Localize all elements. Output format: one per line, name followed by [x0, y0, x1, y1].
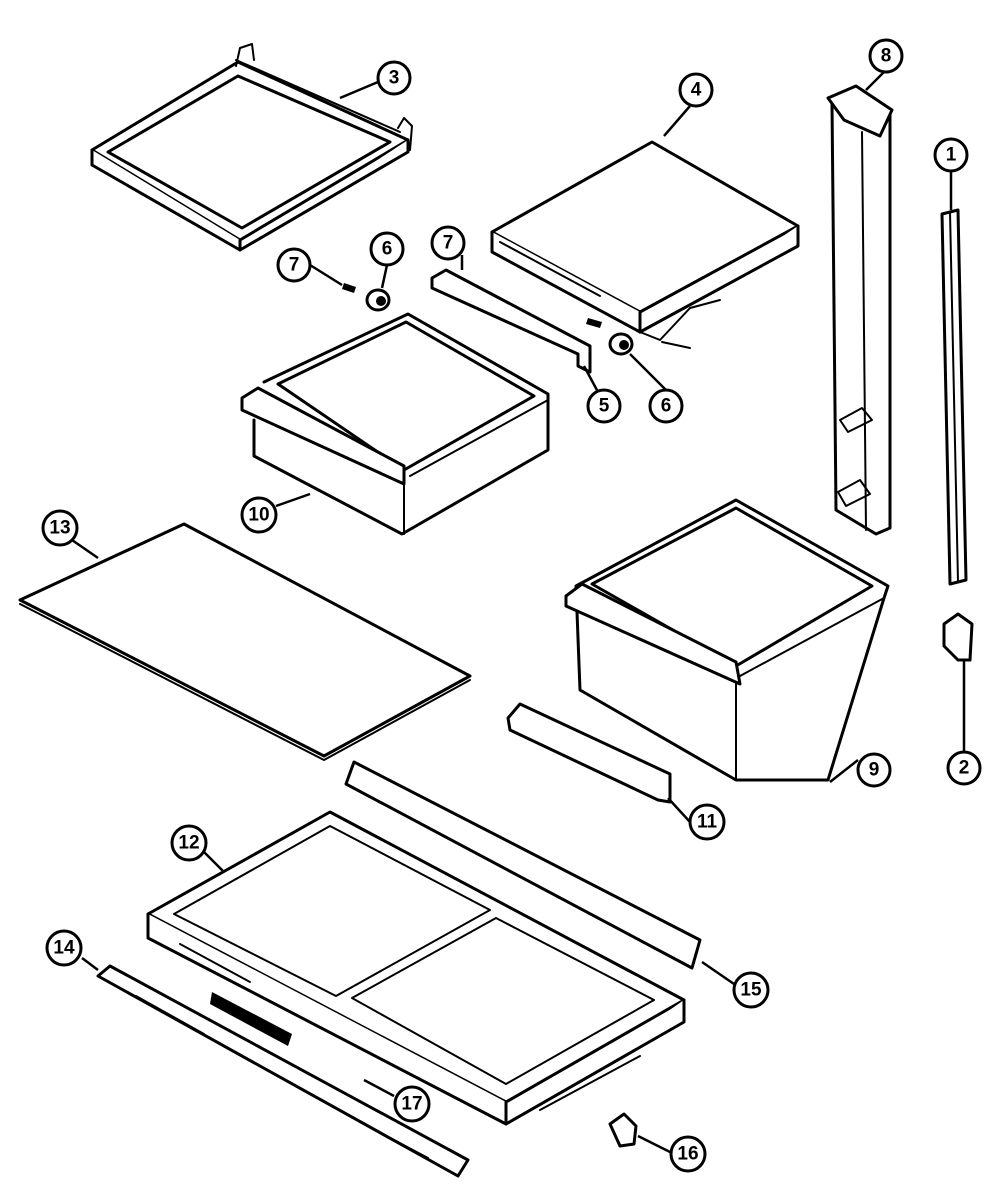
svg-text:17: 17: [401, 1094, 422, 1115]
callout-6-left: 6: [369, 231, 405, 267]
svg-text:7: 7: [289, 255, 300, 276]
svg-text:1: 1: [946, 145, 957, 166]
callout-16: 16: [669, 1135, 707, 1173]
glass-shelf-part: [18, 522, 472, 761]
svg-text:15: 15: [740, 980, 762, 1001]
callout-8: 8: [868, 38, 904, 74]
svg-text:7: 7: [443, 233, 454, 254]
screw-part-left: [342, 283, 356, 293]
svg-text:5: 5: [599, 396, 610, 417]
callout-6-right: 6: [648, 388, 684, 424]
callout-7-left: 7: [276, 247, 312, 283]
svg-text:8: 8: [881, 46, 892, 67]
front-trim-part: [344, 760, 702, 970]
mullion-part: [826, 84, 894, 536]
callout-3: 3: [376, 60, 412, 96]
crisper-drawer-part: [564, 498, 890, 782]
svg-text:13: 13: [49, 518, 70, 539]
callout-14: 14: [45, 929, 83, 967]
callout-10: 10: [240, 496, 278, 534]
svg-text:4: 4: [691, 80, 702, 101]
svg-text:12: 12: [178, 833, 199, 854]
roller-part-left: [365, 288, 391, 312]
screw-part-right: [586, 318, 602, 328]
shelf-ladder-part: [940, 208, 968, 586]
svg-text:6: 6: [661, 396, 672, 417]
small-drawer-part: [240, 312, 550, 536]
fastener-part: [608, 1112, 638, 1148]
svg-text:16: 16: [677, 1144, 698, 1165]
callout-13: 13: [41, 509, 79, 547]
front-panel-part: [96, 964, 470, 1178]
callout-17: 17: [393, 1085, 431, 1123]
callout-4: 4: [678, 72, 714, 108]
callout-11: 11: [688, 803, 726, 841]
vent-part: [210, 992, 292, 1046]
svg-text:9: 9: [869, 760, 880, 781]
callout-5: 5: [586, 388, 622, 424]
crisper-cover-part: [490, 140, 800, 349]
roller-part-right: [608, 332, 634, 356]
callout-2: 2: [946, 750, 982, 786]
callout-9: 9: [856, 752, 892, 788]
pan-frame-part: [146, 810, 686, 1126]
svg-text:3: 3: [389, 68, 400, 89]
callout-15: 15: [732, 971, 770, 1009]
svg-text:6: 6: [382, 239, 393, 260]
clip-part: [942, 612, 974, 662]
leader-lines: [71, 69, 966, 1154]
svg-text:11: 11: [697, 812, 718, 833]
slide-rail-part: [430, 268, 592, 374]
svg-text:10: 10: [248, 505, 269, 526]
callout-7-right: 7: [430, 225, 466, 261]
callout-1: 1: [933, 137, 969, 173]
callout-12: 12: [170, 824, 208, 862]
svg-text:2: 2: [959, 758, 970, 779]
shelf-frame-part: [90, 43, 413, 252]
svg-text:14: 14: [53, 938, 75, 959]
